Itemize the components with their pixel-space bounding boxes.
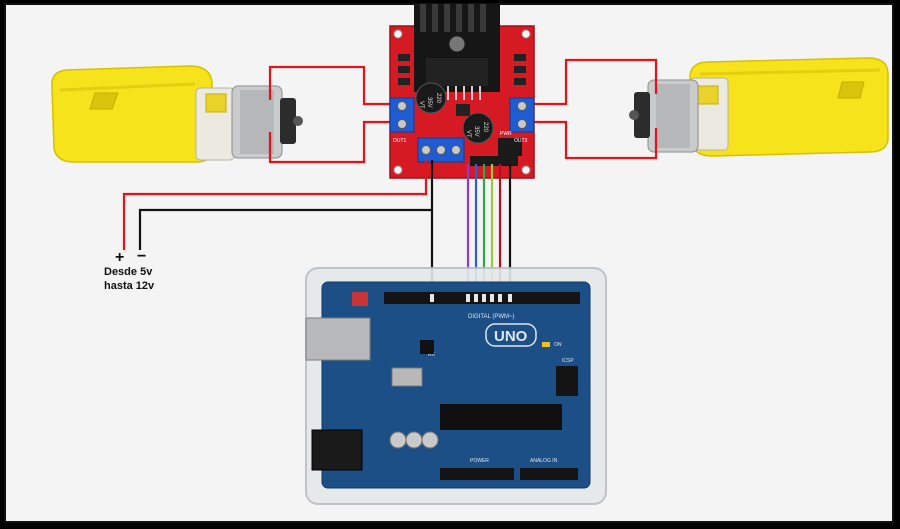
right-gearbox	[689, 57, 889, 157]
driver-mount-hole	[521, 165, 531, 175]
capacitor-left-text-1: 220	[435, 93, 441, 104]
arduino-pcb	[321, 281, 591, 489]
uno-logo-outline	[485, 323, 537, 347]
capacitor-right-text-3: VT	[465, 130, 471, 138]
left-motor-endcap	[280, 98, 296, 144]
left-motor-can-shade	[240, 90, 274, 154]
atmega-chip	[440, 404, 562, 430]
driver-mount-hole	[393, 29, 403, 39]
analog-header	[520, 468, 578, 480]
heatsink-screw	[448, 35, 466, 53]
pwr-label: PWR	[500, 131, 512, 137]
left-motor-wire-bottom	[268, 120, 398, 164]
driver-mount-hole	[521, 29, 531, 39]
analog-label: ANALOG IN	[530, 458, 558, 464]
supply-positive-wire	[122, 160, 428, 250]
enable-jumpers	[498, 138, 522, 156]
reset-button	[352, 292, 368, 306]
on-label: ON	[554, 342, 562, 348]
power-supply-label: Desde 5v hasta 12v	[104, 265, 154, 293]
heatsink-fins	[420, 4, 486, 32]
left-motor	[51, 65, 303, 163]
left-gearbox-ridge	[59, 82, 196, 92]
left-gearbox-slot	[89, 92, 119, 110]
right-motor-wire-top	[522, 58, 658, 106]
left-motor-tab	[205, 93, 227, 113]
rx-label: RX	[428, 352, 436, 358]
arduino-uno: DIGITAL (PWM~) UNO ON TX RX ICSP POWER A…	[305, 267, 607, 505]
driver-mount-hole	[393, 165, 403, 175]
plus-symbol: +	[115, 249, 124, 266]
input-header	[470, 156, 518, 166]
capacitor-right-text-2: 35V	[473, 126, 479, 137]
board-capacitor	[389, 431, 407, 449]
right-motor-tab	[697, 85, 719, 105]
uno-logo: UNO	[494, 328, 528, 345]
usb-connector	[305, 317, 371, 361]
diodes	[398, 54, 526, 85]
icsp-header	[556, 366, 578, 396]
right-motor	[629, 57, 889, 157]
dc-power-jack	[311, 429, 363, 471]
capacitor-left-text-2: 35V	[426, 97, 432, 108]
supply-negative-wire	[138, 160, 434, 250]
right-motor-endcap	[634, 92, 650, 138]
power-header	[440, 468, 514, 480]
capacitor-right: 220 35V VT	[462, 112, 494, 144]
power-label: POWER	[470, 458, 489, 464]
digital-label: DIGITAL (PWM~)	[468, 314, 515, 320]
out1-label: OUT1	[393, 138, 407, 144]
left-gearbox	[51, 65, 213, 163]
right-gearbox-ridge	[699, 68, 881, 76]
out3-label: OUT3	[514, 138, 528, 144]
capacitor-left-text-3: VT	[418, 101, 424, 109]
l298n-driver-board: 220 35V VT 220 35V VT OUT1 OUT3 PWR	[389, 4, 535, 179]
on-led	[542, 342, 550, 347]
minus-symbol: −	[137, 248, 146, 265]
usb-chip	[420, 340, 434, 354]
icsp-label: ICSP	[562, 358, 574, 364]
board-capacitor	[405, 431, 423, 449]
power-supply-label-line2: hasta 12v	[104, 280, 155, 292]
power-supply-label-line1: Desde 5v	[104, 266, 153, 278]
right-motor-can-shade	[656, 84, 690, 148]
left-motor-shaft	[293, 116, 303, 126]
right-gearbox-slot	[837, 81, 865, 99]
board-capacitor	[421, 431, 439, 449]
right-motor-wire-bottom	[522, 120, 658, 160]
crystal	[391, 367, 423, 387]
l298n-chip	[426, 58, 488, 86]
left-motor-wire-top	[268, 65, 398, 106]
capacitor-left: 220 35V VT	[415, 82, 447, 114]
header-pin-ends	[430, 294, 512, 302]
right-motor-shaft	[629, 110, 639, 120]
capacitor-right-text-1: 220	[482, 122, 488, 133]
voltage-regulator	[456, 104, 470, 116]
motor-wires	[268, 58, 658, 164]
